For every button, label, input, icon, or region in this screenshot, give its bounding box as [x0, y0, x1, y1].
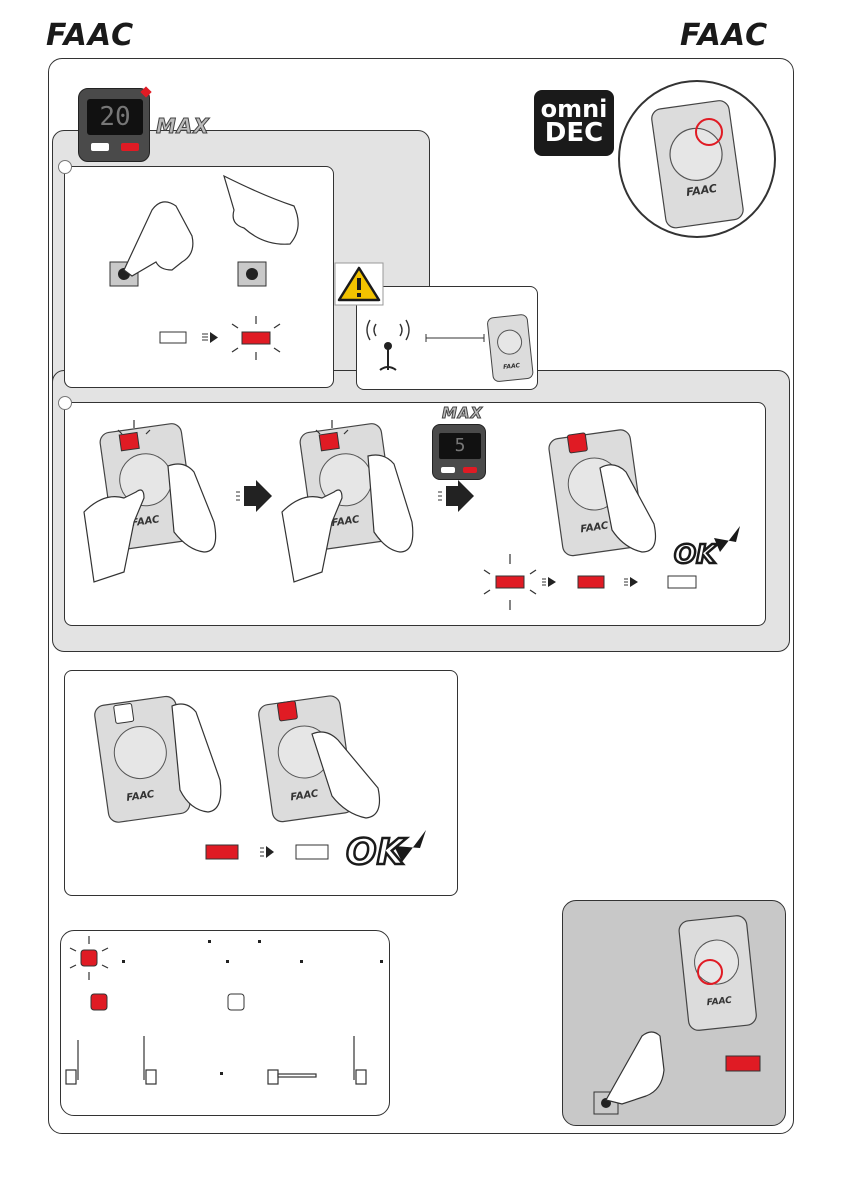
- remote-zoom-circle: FAAC: [618, 80, 776, 238]
- omnidec-badge: omni DEC: [534, 90, 614, 156]
- faac-logo-right: FAAC: [680, 18, 768, 53]
- omnidec-line2: DEC: [534, 121, 614, 146]
- remote-zoom-illustration: FAAC: [620, 82, 776, 238]
- display-white-button: [91, 143, 109, 151]
- display-red-button: [121, 143, 139, 151]
- step2-illustration: FAAC FAAC FAAC: [64, 402, 766, 626]
- ok-label-step3: OK: [346, 832, 405, 873]
- max-label-mid: MAX: [442, 404, 483, 422]
- display-screen: 20: [87, 99, 143, 135]
- display-unit-mid: 5: [432, 424, 486, 480]
- display-white-button-mid: [441, 467, 455, 473]
- display-red-button-mid: [463, 467, 477, 473]
- antenna-distance-illustration: FAAC: [356, 286, 538, 390]
- faac-logo-left: FAAC: [46, 18, 134, 53]
- legend-illustration: [60, 930, 390, 1116]
- reset-illustration: FAAC: [562, 900, 786, 1126]
- display-unit: 20: [78, 88, 150, 162]
- ok-label-step2: OK: [674, 540, 716, 570]
- step1-illustration: [64, 166, 334, 388]
- display-screen-mid: 5: [439, 433, 481, 459]
- max-label-top: MAX: [156, 114, 210, 138]
